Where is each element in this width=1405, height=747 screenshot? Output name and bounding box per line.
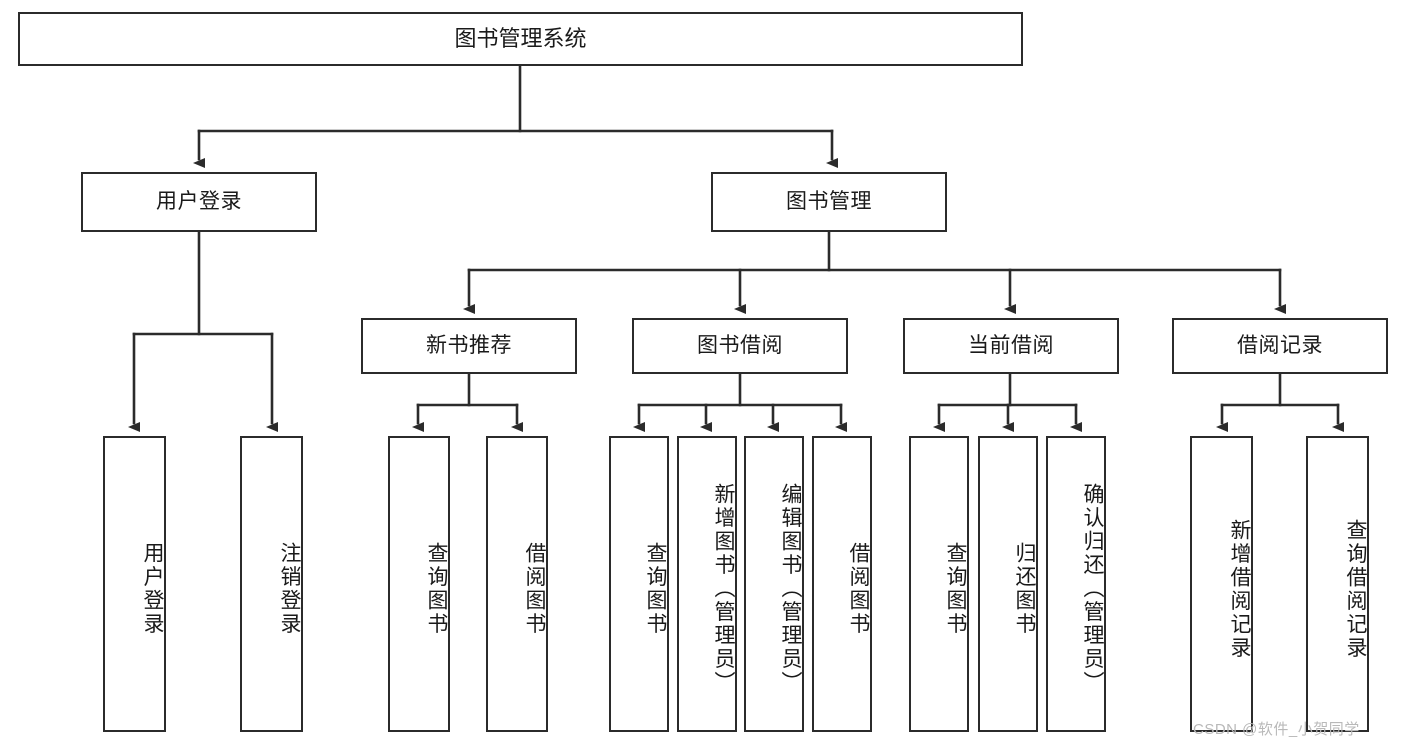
node-label: 新书推荐 <box>426 334 512 358</box>
node-label: 新增图书（管理员） <box>712 483 735 695</box>
node-label: 用户登录 <box>156 190 242 214</box>
node-label: 图书借阅 <box>697 334 783 358</box>
node-label: 确认归还（管理员） <box>1081 483 1104 695</box>
node-label: 编辑图书（管理员） <box>779 483 802 695</box>
node-label: 查询借阅记录 <box>1344 518 1367 660</box>
node-leaf-user-login[interactable]: 用户登录 <box>103 436 166 732</box>
node-leaf-add-book[interactable]: 新增图书（管理员） <box>677 436 737 732</box>
node-label: 查询图书 <box>944 542 967 636</box>
node-book-borrow[interactable]: 图书借阅 <box>632 318 848 374</box>
node-label: 新增借阅记录 <box>1228 518 1251 660</box>
node-label: 查询图书 <box>644 542 667 636</box>
node-current-borrow[interactable]: 当前借阅 <box>903 318 1119 374</box>
node-borrow-record[interactable]: 借阅记录 <box>1172 318 1388 374</box>
node-leaf-add-borrow-record[interactable]: 新增借阅记录 <box>1190 436 1253 732</box>
node-label: 归还图书 <box>1013 542 1036 636</box>
watermark-csdn: CSDN @软件_小贺同学 <box>1193 721 1360 738</box>
node-label: 用户登录 <box>141 542 164 636</box>
node-label: 图书管理 <box>786 190 872 214</box>
node-leaf-borrow-book[interactable]: 借阅图书 <box>812 436 872 732</box>
node-label: 查询图书 <box>425 542 448 636</box>
node-leaf-query-book-current[interactable]: 查询图书 <box>909 436 969 732</box>
node-label: 注销登录 <box>278 542 301 636</box>
node-leaf-logout[interactable]: 注销登录 <box>240 436 303 732</box>
node-leaf-confirm-return[interactable]: 确认归还（管理员） <box>1046 436 1106 732</box>
node-leaf-borrow-book-recommend[interactable]: 借阅图书 <box>486 436 548 732</box>
node-leaf-query-book-recommend[interactable]: 查询图书 <box>388 436 450 732</box>
node-label: 图书管理系统 <box>454 25 587 51</box>
node-label: 当前借阅 <box>968 334 1054 358</box>
node-leaf-query-borrow-record[interactable]: 查询借阅记录 <box>1306 436 1369 732</box>
node-book-manage[interactable]: 图书管理 <box>711 172 947 232</box>
node-user-login[interactable]: 用户登录 <box>81 172 317 232</box>
node-label: 借阅记录 <box>1237 334 1323 358</box>
node-new-book-recommend[interactable]: 新书推荐 <box>361 318 577 374</box>
node-leaf-return-book[interactable]: 归还图书 <box>978 436 1038 732</box>
node-label: 借阅图书 <box>523 542 546 636</box>
node-leaf-query-book-borrow[interactable]: 查询图书 <box>609 436 669 732</box>
node-label: 借阅图书 <box>847 542 870 636</box>
node-root-book-management-system[interactable]: 图书管理系统 <box>18 12 1023 66</box>
node-leaf-edit-book[interactable]: 编辑图书（管理员） <box>744 436 804 732</box>
